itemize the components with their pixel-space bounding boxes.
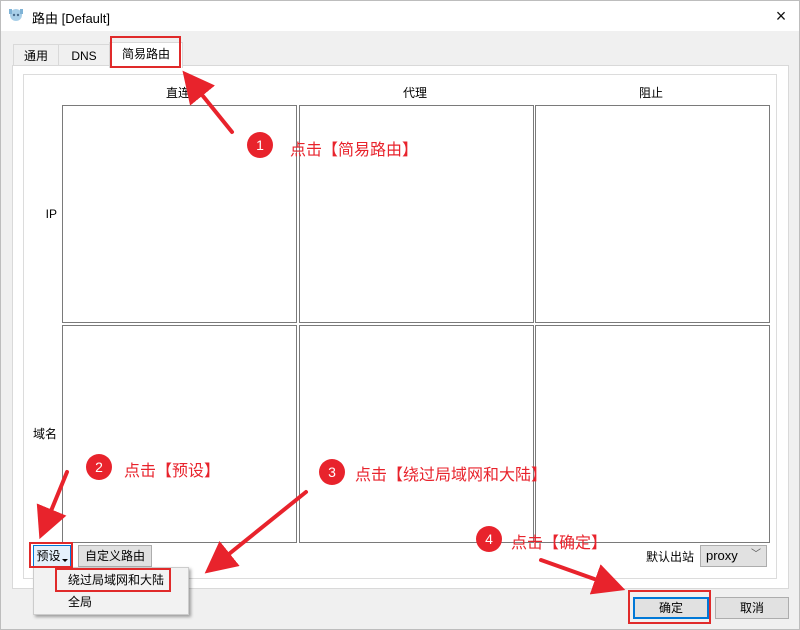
annotation-highlight-menu-item xyxy=(55,568,171,592)
step-badge-1: 1 xyxy=(247,132,273,158)
default-outbound-label: 默认出站 xyxy=(646,550,695,564)
tab-simple-routing[interactable]: 简易路由 xyxy=(109,42,183,68)
step-text-2: 点击【预设】 xyxy=(124,463,221,480)
annotation-highlight-ok xyxy=(628,590,711,624)
window-title: 路由 [Default] xyxy=(32,11,111,26)
domain-proxy-list[interactable] xyxy=(299,325,534,543)
step-badge-4: 4 xyxy=(476,526,502,552)
tab-general[interactable]: 通用 xyxy=(13,44,59,67)
preset-button[interactable]: 预设 xyxy=(33,545,71,567)
ip-block-list[interactable] xyxy=(535,105,770,323)
ip-direct-list[interactable] xyxy=(62,105,297,323)
default-outbound-select[interactable]: proxy ﹀ xyxy=(700,545,767,567)
row-label-domain: 域名 xyxy=(32,427,57,441)
row-label-ip: IP xyxy=(45,207,57,221)
preset-label: 预设 xyxy=(36,549,61,563)
simple-routing-panel: 直连 代理 阻止 IP 域名 xyxy=(12,65,789,589)
menu-item-bypass-lan-and-mainland[interactable]: 绕过局域网和大陆 xyxy=(68,573,165,587)
annotation-highlight-tab xyxy=(110,36,181,68)
domain-block-list[interactable] xyxy=(535,325,770,543)
column-header-block: 阻止 xyxy=(638,86,663,100)
step-text-3: 点击【绕过局域网和大陆】 xyxy=(355,467,548,484)
chevron-down-icon: ﹀ xyxy=(751,549,761,560)
step-text-4: 点击【确定】 xyxy=(511,535,608,552)
cancel-button[interactable]: 取消 xyxy=(715,597,789,619)
column-header-proxy: 代理 xyxy=(402,86,427,100)
step-badge-2: 2 xyxy=(86,454,112,480)
dropdown-caret-icon xyxy=(61,559,68,562)
title-bar: 路由 [Default] × xyxy=(1,1,799,31)
app-icon xyxy=(9,9,23,21)
default-outbound-value: proxy xyxy=(706,548,738,563)
ok-button[interactable]: 确定 xyxy=(633,597,709,619)
ip-proxy-list[interactable] xyxy=(299,105,534,323)
column-header-direct: 直连 xyxy=(165,86,190,100)
menu-item-global[interactable]: 全局 xyxy=(68,595,93,609)
tab-dns[interactable]: DNS xyxy=(58,44,110,67)
step-badge-3: 3 xyxy=(319,459,345,485)
routing-frame xyxy=(23,74,777,579)
custom-route-button[interactable]: 自定义路由 xyxy=(78,545,152,567)
step-text-1: 点击【简易路由】 xyxy=(290,142,419,159)
domain-direct-list[interactable] xyxy=(62,325,297,543)
close-icon[interactable]: × xyxy=(775,6,787,26)
annotation-highlight-preset xyxy=(29,542,73,568)
